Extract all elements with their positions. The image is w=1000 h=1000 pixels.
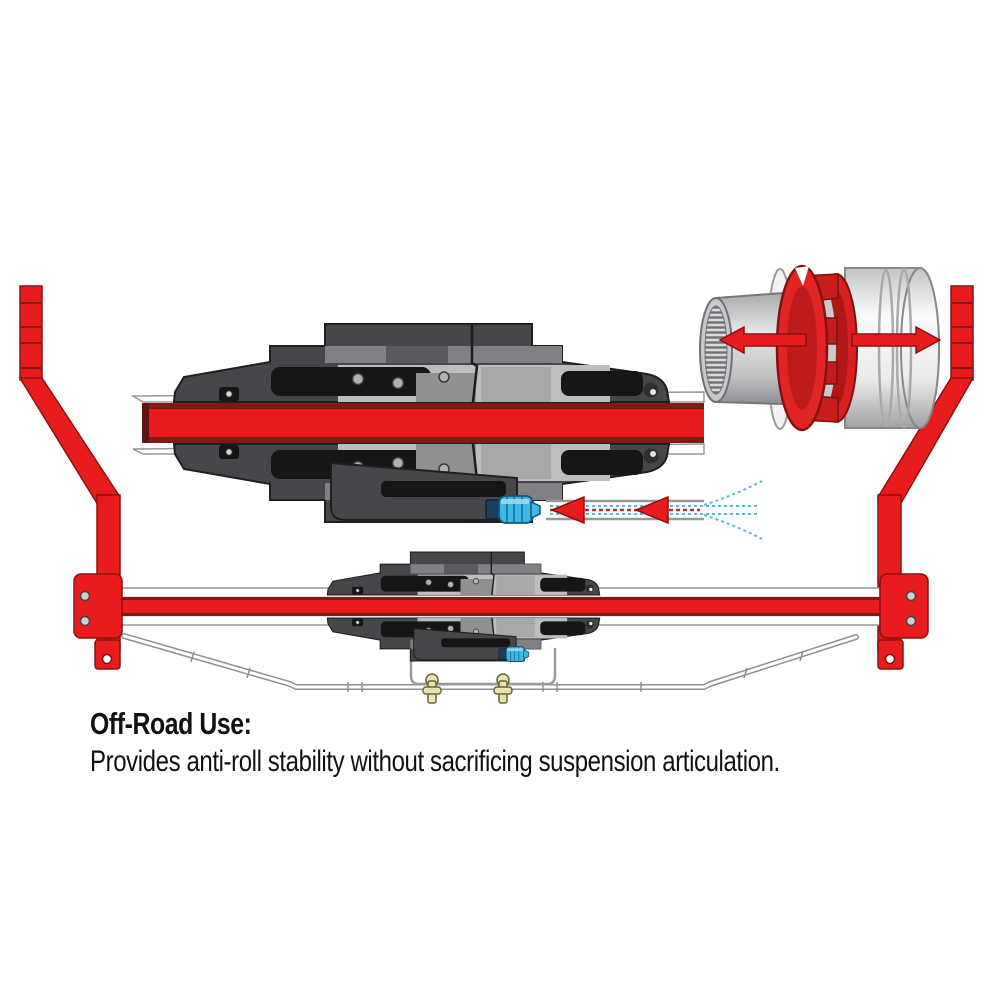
- air-line: [546, 480, 763, 540]
- caption-title: Off-Road Use:: [90, 706, 252, 741]
- slide-right-arrow-icon: [851, 325, 942, 355]
- torsion-bar: [142, 403, 704, 443]
- air-flow-arrow-icon: [550, 495, 585, 525]
- right-mount-bracket: [877, 573, 929, 670]
- splined-shaft: [699, 291, 785, 406]
- air-flow-arrow-icon: [634, 495, 669, 525]
- lower-assembly-view: [73, 552, 929, 704]
- left-mount-bracket: [73, 573, 123, 670]
- caption: Off-Road Use: Provides anti-roll stabili…: [90, 706, 780, 780]
- slide-left-arrow-icon: [718, 325, 807, 355]
- clamp-bolt-icon: [422, 673, 513, 704]
- coupler-3d-inset: [699, 264, 942, 432]
- axle-u-bracket: [409, 648, 557, 686]
- sway-bar-right-arm: [876, 285, 975, 651]
- main-cross-section: [130, 324, 763, 540]
- caption-body: Provides anti-roll stability without sac…: [90, 745, 780, 778]
- engage-ring: [775, 264, 829, 432]
